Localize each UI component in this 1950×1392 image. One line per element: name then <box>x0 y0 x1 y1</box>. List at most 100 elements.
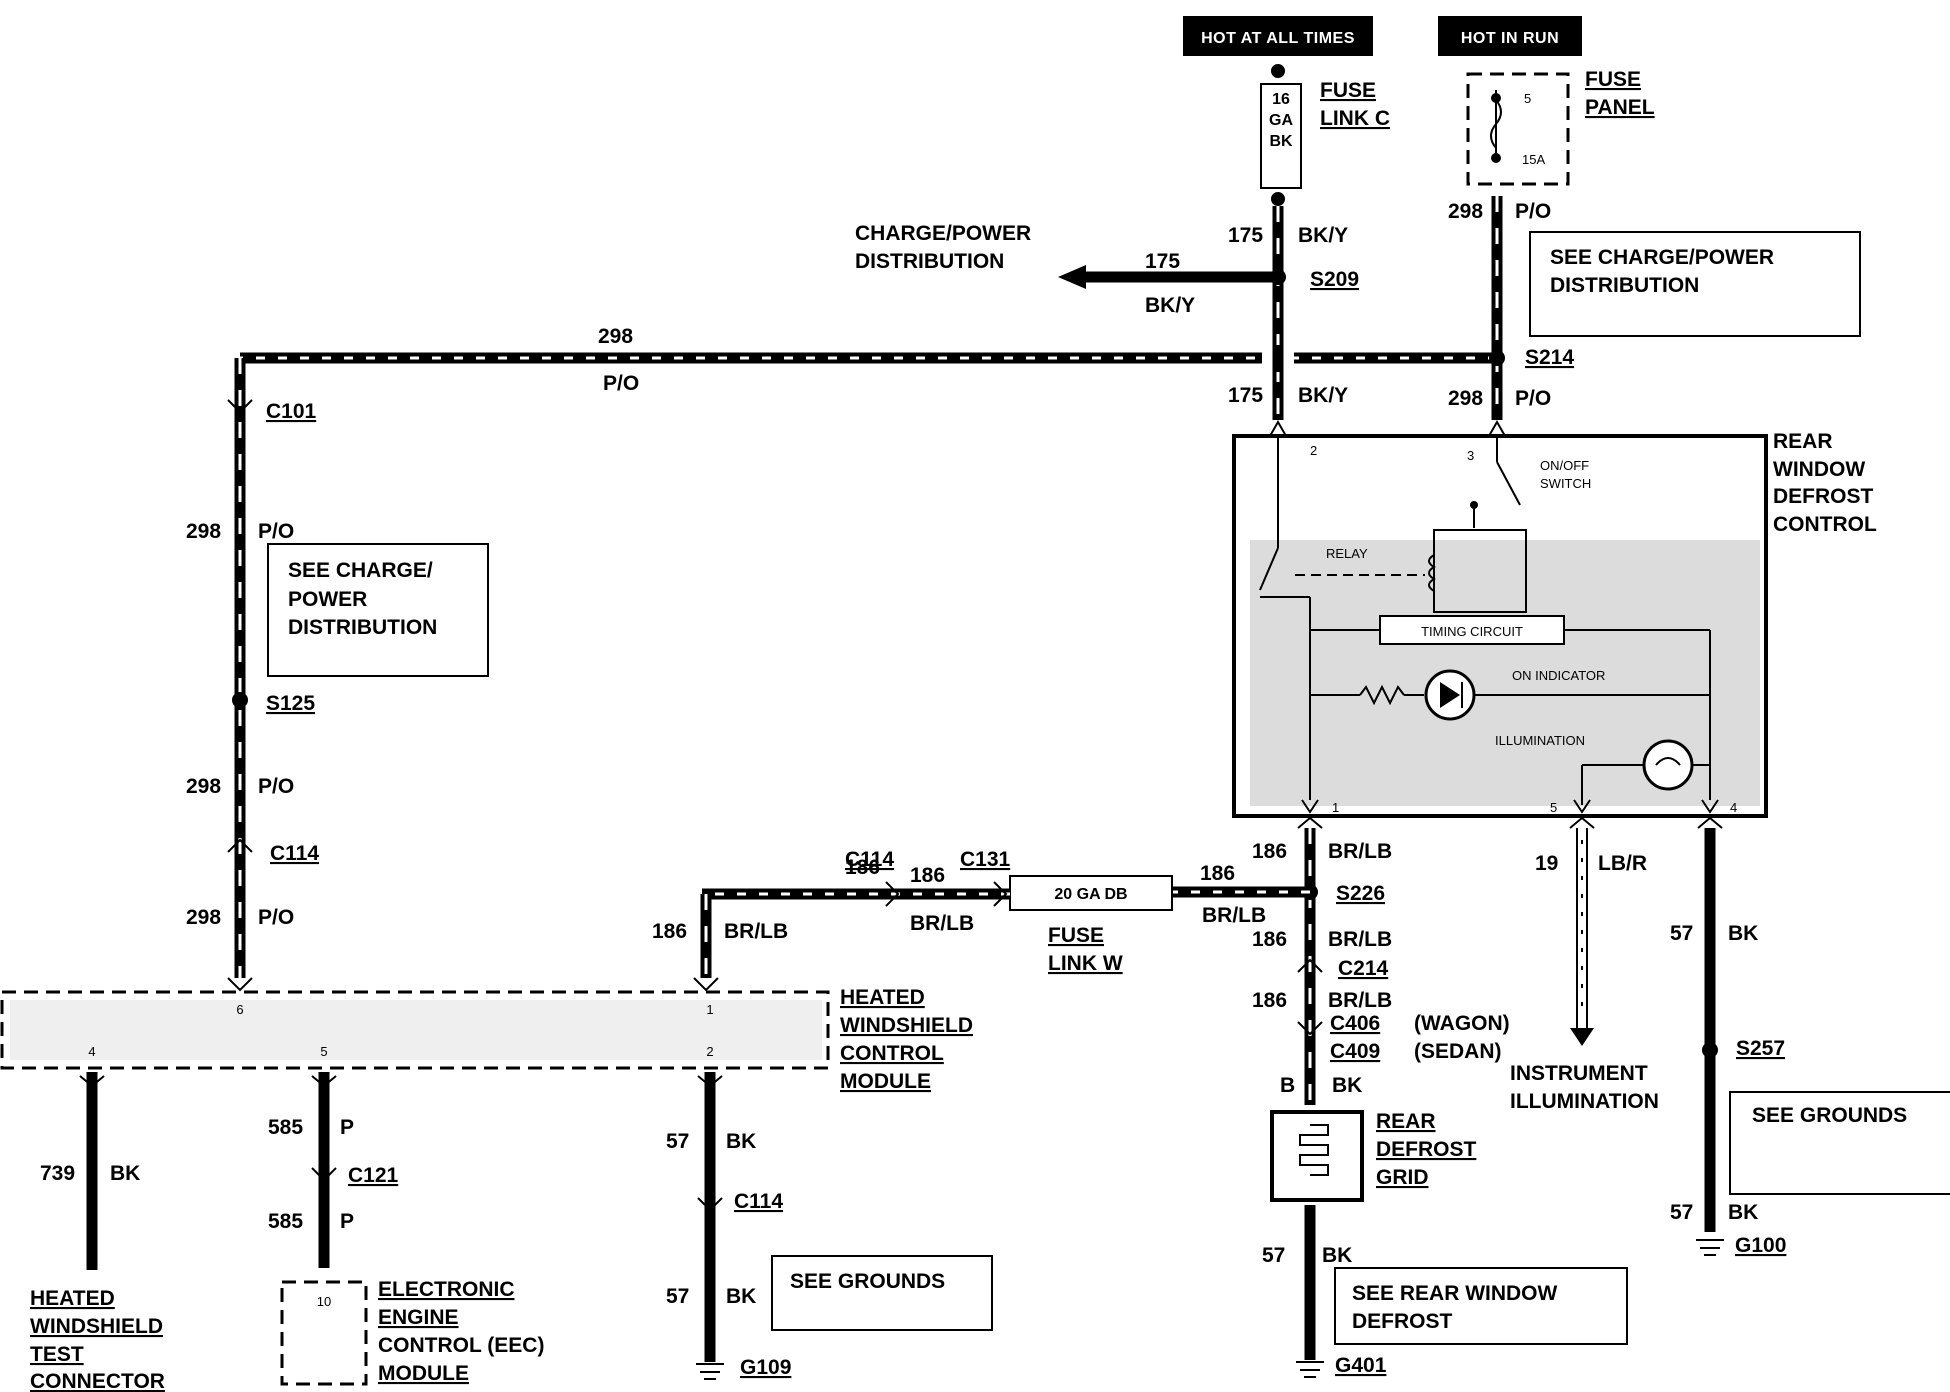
w186-color-fuse: BR/LB <box>1202 904 1266 927</box>
note-rear-defrost-1: SEE REAR WINDOW <box>1352 1282 1558 1305</box>
eec-module-box <box>280 1280 368 1386</box>
pin-5-internal-arrow <box>1573 799 1591 814</box>
hot-at-all-times-header-bg <box>1183 16 1373 56</box>
rwdc-pin-2: 2 <box>1310 443 1317 458</box>
fuse-link-c-gauge-3: BK <box>1269 133 1293 150</box>
onoff-switch-label-2: SWITCH <box>1540 476 1591 491</box>
connector-c114-mid: C114 <box>845 848 894 871</box>
on-indicator-label: ON INDICATOR <box>1512 668 1605 683</box>
relay-label: RELAY <box>1326 546 1368 561</box>
relay-coil-box <box>1433 529 1527 613</box>
fuse-panel-label-2: PANEL <box>1585 96 1655 119</box>
wB-color: BK <box>1332 1074 1362 1097</box>
pin-5-hw-connector <box>311 1075 337 1088</box>
fuse-rating: 15A <box>1522 152 1545 167</box>
connector-c409-note: (SEDAN) <box>1414 1040 1502 1063</box>
pin-1-internal-arrow <box>1301 799 1319 814</box>
w175-color-branch: BK/Y <box>1145 294 1195 317</box>
connector-c406-note: (WAGON) <box>1414 1012 1510 1035</box>
note-box-rear-window-defrost <box>1334 1267 1628 1345</box>
fuse-number: 5 <box>1524 91 1531 106</box>
w298-color-bottom: P/O <box>1515 387 1551 410</box>
w298-color-left-2: P/O <box>258 775 294 798</box>
hwcm-pin-1: 1 <box>706 1002 713 1017</box>
fuse-link-w-box <box>1009 875 1173 911</box>
splice-s125-dot <box>232 692 248 708</box>
w57-color-g109-1: BK <box>726 1130 756 1153</box>
w175-circuit-branch: 175 <box>1145 250 1180 273</box>
on-indicator-diode <box>1440 682 1460 708</box>
c131-connector-symbol <box>993 881 1008 907</box>
hwcm-pin-5: 5 <box>320 1044 327 1059</box>
w585-circuit-2: 585 <box>268 1210 303 1233</box>
w298-color-left-1: P/O <box>258 520 294 543</box>
w19-circuit: 19 <box>1535 852 1558 875</box>
splice-s214-dot <box>1489 350 1505 366</box>
wB-circuit: B <box>1280 1074 1295 1097</box>
connector-c101: C101 <box>266 400 317 423</box>
w186-color-h: BR/LB <box>910 912 974 935</box>
note-left-line-2: POWER <box>288 588 367 611</box>
hw-test-connector-3: TEST <box>30 1343 84 1366</box>
pin-3-arrow <box>1488 419 1506 437</box>
hwcm-title-3: CONTROL <box>840 1042 944 1065</box>
w19-color: LB/R <box>1598 852 1647 875</box>
rwdc-title-2: WINDOW <box>1773 458 1865 481</box>
rwdc-title-4: CONTROL <box>1773 513 1877 536</box>
w57-circuit-g109-2: 57 <box>666 1285 689 1308</box>
w298-circuit-left-1: 298 <box>186 520 221 543</box>
connector-c131: C131 <box>960 848 1011 871</box>
w186-circuit-1: 186 <box>1252 840 1287 863</box>
charge-power-label-1: CHARGE/POWER <box>855 222 1031 245</box>
w585-color-1: P <box>340 1116 354 1139</box>
w57-color-g100-1: BK <box>1728 922 1758 945</box>
connector-c121: C121 <box>348 1164 399 1187</box>
illumination-filament <box>1655 757 1681 766</box>
eec-label-4: MODULE <box>378 1362 469 1385</box>
w298-circuit-left-2: 298 <box>186 775 221 798</box>
hwcm-pin-2: 2 <box>706 1044 713 1059</box>
fuse-link-w-label-1: FUSE <box>1048 924 1104 947</box>
pin-4-connector <box>1697 816 1723 829</box>
w57-color-g109-2: BK <box>726 1285 756 1308</box>
note-box-charge-power-left <box>267 543 489 677</box>
note-box-charge-power-top <box>1529 231 1861 337</box>
rwdc-title-1: REAR <box>1773 430 1833 453</box>
pin-2-arrow <box>1269 419 1287 437</box>
hot-in-run-header-bg <box>1438 16 1582 56</box>
ground-g401: G401 <box>1335 1354 1387 1377</box>
connector-c114-left: C114 <box>270 842 319 865</box>
fuse-panel-label-1: FUSE <box>1585 68 1641 91</box>
w186-circuit-2: 186 <box>1252 928 1287 951</box>
w186-color-3: BR/LB <box>1328 989 1392 1012</box>
onoff-switch-lever <box>1496 461 1521 506</box>
w739-color: BK <box>110 1162 140 1185</box>
rear-defrost-grid-element <box>1299 1124 1329 1176</box>
w186-circuit-3: 186 <box>1252 989 1287 1012</box>
w186-color-2: BR/LB <box>1328 928 1392 951</box>
connector-c114-bottom: C114 <box>734 1190 783 1213</box>
note-left-line-3: DISTRIBUTION <box>288 616 437 639</box>
pin-4-internal-arrow <box>1701 799 1719 814</box>
note-box-grounds-right <box>1729 1091 1950 1195</box>
illumination-label: ILLUMINATION <box>1495 733 1585 748</box>
fuse-symbol <box>1490 99 1502 149</box>
hot-at-all-times-header: HOT AT ALL TIMES <box>1201 30 1355 47</box>
fuse-link-c-gauge-2: GA <box>1269 112 1293 129</box>
fuse-link-c-label-2: LINK C <box>1320 107 1390 130</box>
eec-label-3: CONTROL (EEC) <box>378 1334 544 1357</box>
w739-circuit: 739 <box>40 1162 75 1185</box>
hwcm-title-1: HEATED <box>840 986 925 1009</box>
hwcm-pin-4: 4 <box>88 1044 95 1059</box>
rear-defrost-grid-label-1: REAR <box>1376 1110 1436 1133</box>
illumination-bulb <box>1642 739 1694 791</box>
w186-circuit-h2: 186 <box>910 864 945 887</box>
w186-circuit-fuse: 186 <box>1200 862 1235 885</box>
splice-s257: S257 <box>1736 1037 1785 1060</box>
splice-s257-dot <box>1702 1042 1718 1058</box>
w585-circuit-1: 585 <box>268 1116 303 1139</box>
module-pin-1-connector <box>693 977 719 992</box>
w57-circuit-g100-1: 57 <box>1670 922 1693 945</box>
hwcm-title-4: MODULE <box>840 1070 931 1093</box>
